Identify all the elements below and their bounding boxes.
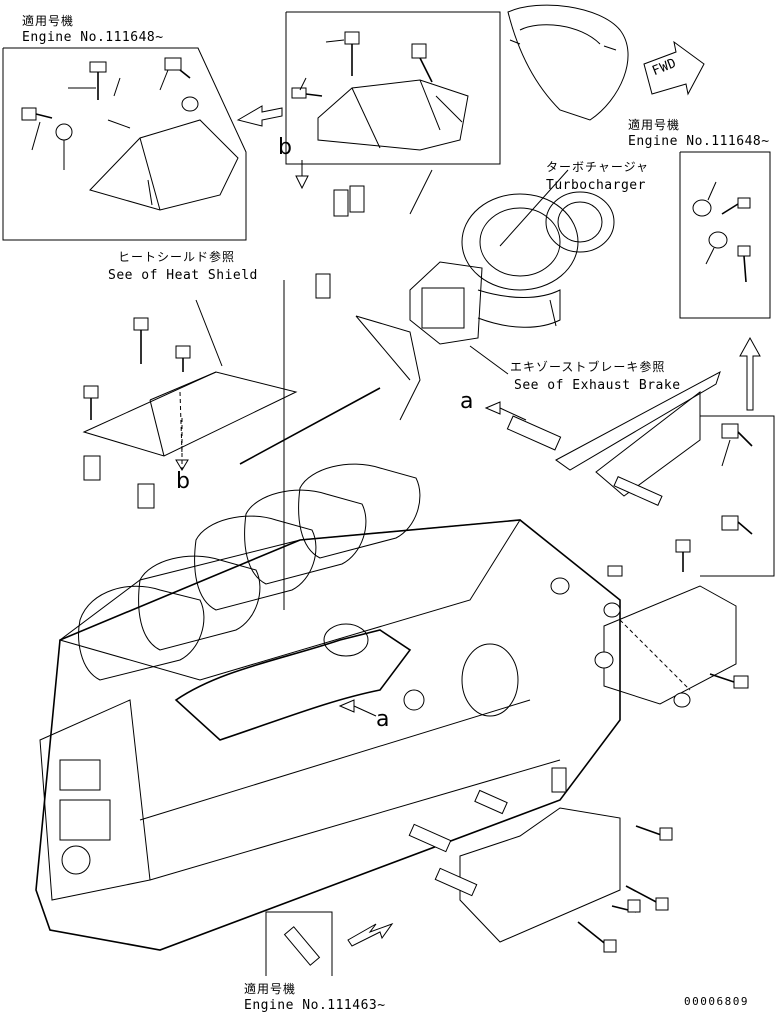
fwd-arrow-icon (643, 40, 705, 96)
exhaust-brake-ref-jp: エキゾーストブレーキ参照 (510, 360, 666, 374)
leader-lines (175, 160, 569, 717)
engine-block (35, 463, 621, 951)
inset-frame-top-left (2, 47, 247, 241)
inset-right-title-en: Engine No.111648~ (628, 134, 770, 149)
exhaust-brake-ref-en: See of Exhaust Brake (514, 378, 681, 393)
inset-right-title-jp: 適用号機 (628, 118, 681, 132)
inset-frame-bottom (265, 911, 394, 976)
heat-shield-plate (82, 185, 365, 509)
turbocharger-label-jp: ターボチャージャ (546, 160, 650, 174)
inset-bottom-title-jp: 適用号機 (244, 982, 297, 996)
turbocharger-label-en: Turbocharger (546, 178, 646, 193)
arrow-left-inset (236, 105, 283, 127)
inset-bottom-title-en: Engine No.111463~ (244, 998, 386, 1013)
inset-frame-right (679, 151, 771, 411)
inset-top-left-title-en: Engine No.111648~ (22, 30, 164, 45)
drawing-number: 00006809 (684, 995, 749, 1008)
heat-shield-ref-jp: ヒートシールド参照 (118, 250, 236, 264)
turbocharger-drawing (409, 4, 629, 345)
inset-frame-right-lower (700, 415, 775, 577)
exhaust-brake-bracket (239, 315, 721, 506)
ref-mark-b-upper: b (278, 135, 293, 160)
ref-mark-b-lower: b (176, 469, 191, 494)
lower-bracket (408, 767, 673, 953)
inset-top-left-title-jp: 適用号機 (22, 14, 75, 28)
ref-mark-a-upper: a (460, 389, 474, 414)
ref-mark-a-lower: a (376, 707, 390, 732)
cover-plate-right (550, 539, 749, 708)
heat-shield-ref-en: See of Heat Shield (108, 268, 258, 283)
inset-frame-upper (285, 11, 501, 165)
